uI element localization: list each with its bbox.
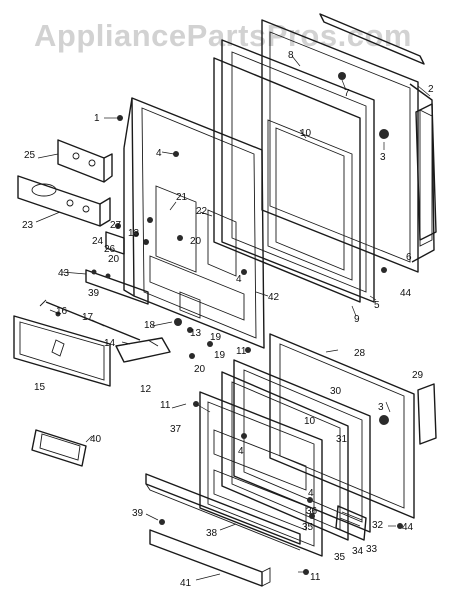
hinge-bracket-25: [57, 139, 113, 183]
hinge-bracket-23: [17, 175, 111, 227]
callout-19b: 19: [214, 350, 226, 361]
upper-door-outer-frame: [261, 13, 435, 273]
callout-37: 37: [170, 424, 182, 435]
callout-22: 22: [196, 206, 208, 217]
callout-4d: 4: [308, 488, 314, 499]
callout-4b: 4: [236, 274, 242, 285]
callout-43: 43: [58, 268, 70, 279]
callout-labels: 1 2 3 4 5 8 7 10 9 6 44 25 23 21 22 27 1…: [22, 50, 434, 589]
callout-11c: 11: [310, 572, 321, 583]
callout-13: 13: [128, 228, 140, 239]
callout-41: 41: [180, 578, 192, 589]
callout-20: 20: [190, 236, 202, 247]
callout-27: 27: [110, 220, 122, 231]
shelf-support-43-39: [85, 269, 149, 305]
callout-12: 12: [140, 384, 152, 395]
handle-15: [13, 311, 111, 387]
callout-13b: 13: [190, 328, 202, 339]
watermark-text: AppliancePartsPros.com: [34, 18, 412, 53]
callout-16: 16: [56, 306, 68, 317]
callout-3b: 3: [378, 402, 384, 413]
callout-18: 18: [144, 320, 156, 331]
callout-35b: 35: [302, 522, 314, 533]
callout-44: 44: [400, 288, 412, 299]
callout-2: 2: [428, 84, 434, 95]
callout-32: 32: [372, 520, 384, 531]
callout-1: 1: [94, 113, 100, 124]
callout-21: 21: [176, 192, 188, 203]
callout-26: 26: [104, 244, 116, 255]
rod-17: [45, 301, 141, 341]
callout-39: 39: [88, 288, 100, 299]
door-end-cap: [415, 103, 437, 241]
callout-11: 11: [236, 346, 247, 357]
callout-34: 34: [352, 546, 364, 557]
callout-9: 9: [354, 314, 360, 325]
hinge-assembly-26-27: [105, 223, 139, 255]
callout-42: 42: [268, 292, 280, 303]
lower-door-inner-liner: [199, 391, 323, 557]
upper-door-liner-frame: [213, 57, 361, 303]
callout-10b: 10: [304, 416, 316, 427]
callout-11b: 11: [160, 400, 171, 411]
callout-38: 38: [206, 528, 218, 539]
callout-28: 28: [354, 348, 366, 359]
callout-23: 23: [22, 220, 34, 231]
upper-door-gasket: [221, 39, 375, 303]
callout-30: 30: [330, 386, 342, 397]
shelf-bar-41: [149, 529, 271, 587]
callout-44b: 44: [402, 522, 414, 533]
callout-36: 36: [306, 506, 318, 517]
leader-lines: [35, 55, 431, 581]
callout-3: 3: [380, 152, 386, 163]
gasket-40: [31, 429, 87, 467]
callout-35: 35: [334, 552, 346, 563]
callout-20c: 20: [194, 364, 206, 375]
lower-hinge-32-35: [335, 505, 367, 541]
lower-door-outer-frame: [269, 333, 415, 519]
callout-31: 31: [336, 434, 348, 445]
callout-19: 19: [210, 332, 222, 343]
callout-7: 7: [344, 88, 350, 99]
callout-25: 25: [24, 150, 36, 161]
callout-5: 5: [374, 300, 380, 311]
shelf-bar-38: [145, 473, 301, 551]
callout-33: 33: [366, 544, 378, 555]
callout-10: 10: [300, 128, 312, 139]
callout-20b: 20: [108, 254, 120, 265]
callout-17: 17: [82, 312, 94, 323]
lower-door-end-cap: [417, 383, 437, 445]
callout-6: 6: [406, 252, 412, 263]
callout-29: 29: [412, 370, 424, 381]
trim-piece-12: [115, 337, 171, 363]
callout-40: 40: [90, 434, 102, 445]
callout-4c: 4: [238, 446, 244, 457]
callout-15: 15: [34, 382, 46, 393]
callout-4: 4: [156, 148, 162, 159]
upper-door-inner-liner: [123, 97, 265, 349]
callout-14: 14: [104, 338, 116, 349]
fasteners-upper: [117, 72, 389, 359]
callout-39b: 39: [132, 508, 144, 519]
callout-24: 24: [92, 236, 104, 247]
callout-8: 8: [288, 50, 294, 61]
